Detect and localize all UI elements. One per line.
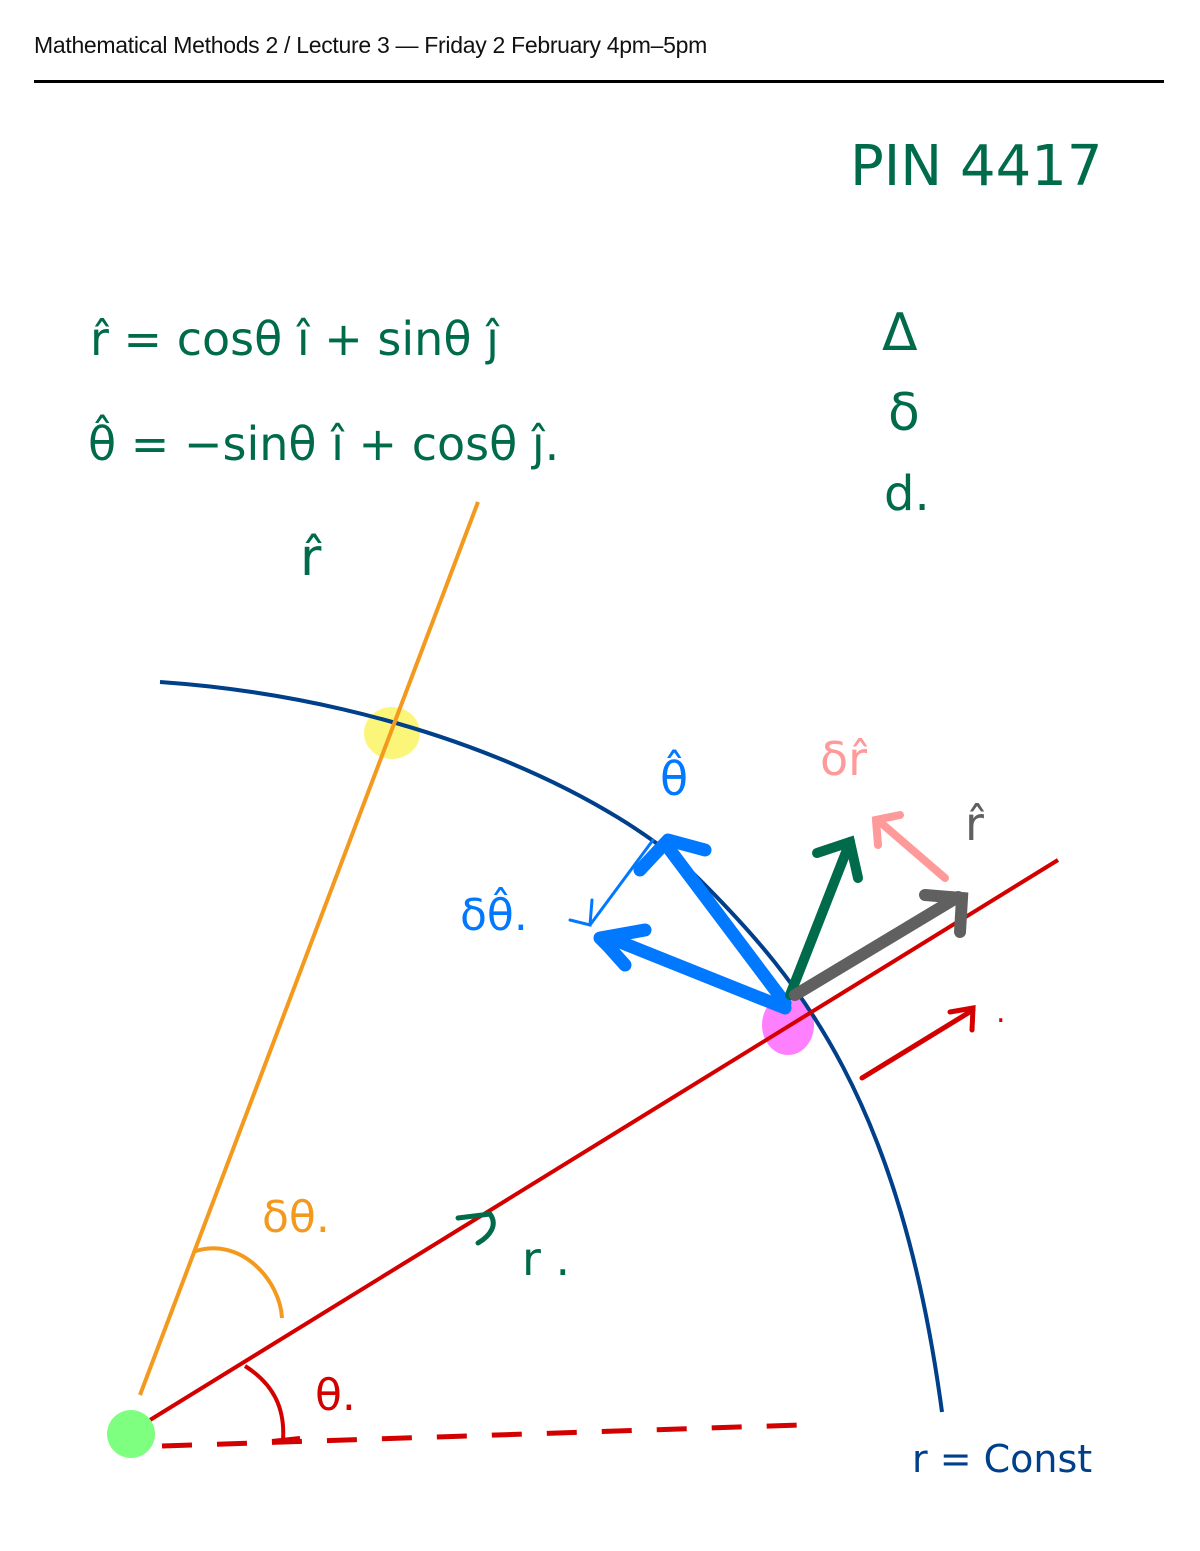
header-divider (34, 80, 1164, 83)
orange-ray (138, 501, 480, 1396)
r-hat-label-top: r̂ (300, 528, 323, 588)
dashed-axis (161, 1422, 801, 1449)
delta-r-hat-arrow (871, 811, 949, 882)
delta-theta-label: δθ. (262, 1192, 330, 1243)
r-vector-arrowhead (455, 1211, 496, 1246)
equation-r-hat: r̂ = cosθ î + sinθ ĵ (90, 312, 500, 366)
symbol-small-delta: δ (888, 383, 920, 443)
origin-dot (107, 1410, 155, 1458)
r-const-label: r = Const (912, 1437, 1092, 1481)
delta-r-hat-label: δr̂ (820, 732, 868, 786)
equation-theta-hat: θ̂ = −sinθ î + cosθ ĵ. (88, 414, 559, 471)
theta-hat-arrows (593, 833, 792, 1015)
r-hat-gray-arrow (789, 889, 969, 1001)
theta-hat-label: θ̂ (660, 749, 688, 806)
delta-theta-angle-arc (192, 1246, 284, 1319)
red-direction-arrow (859, 1005, 976, 1081)
delta-theta-hat-arrow (568, 838, 655, 927)
pin-label: PIN 4417 (850, 134, 1103, 199)
delta-theta-hat-label: δθ̂. (460, 886, 528, 941)
r-vector-label: r . (522, 1232, 570, 1286)
symbol-d: d. (884, 466, 930, 522)
symbol-capital-delta: Δ (882, 303, 918, 363)
r-hat-gray-label: r̂ (965, 797, 985, 851)
page-title: Mathematical Methods 2 / Lecture 3 — Fri… (34, 32, 707, 58)
red-ray (148, 858, 1060, 1422)
r-hat-green-arrow (785, 835, 863, 1000)
theta-angle-arc (243, 1364, 301, 1443)
theta-label: θ. (315, 1370, 356, 1421)
arrow-dot: . (996, 995, 1006, 1030)
